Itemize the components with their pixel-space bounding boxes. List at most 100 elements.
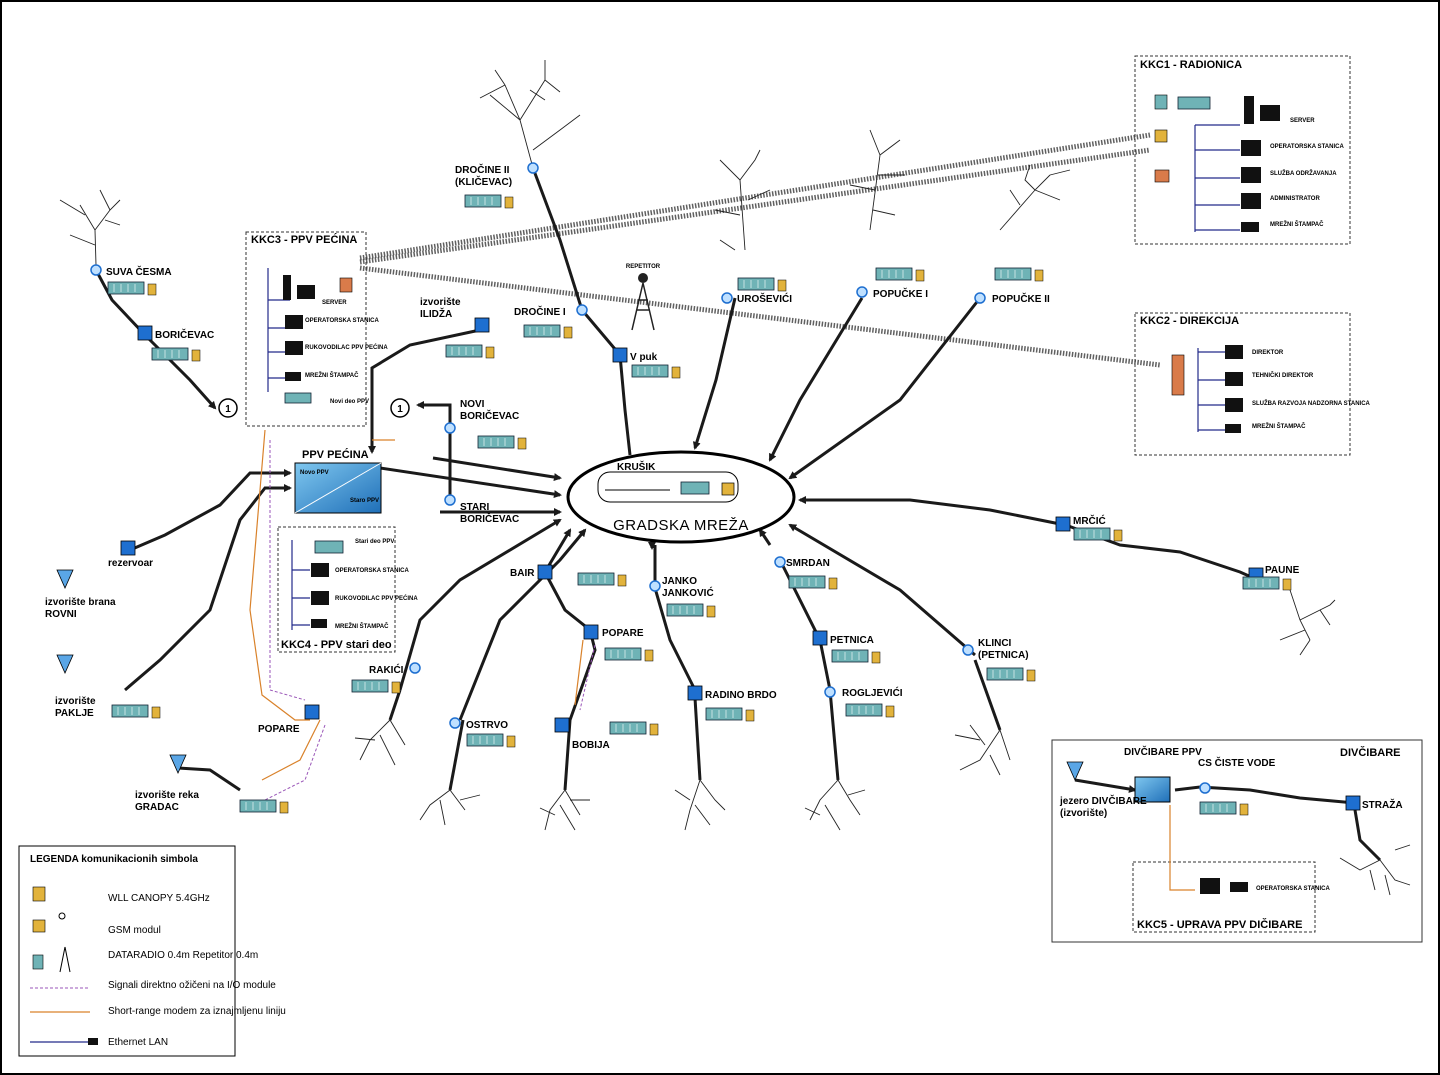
- krusik-label: KRUŠIK: [617, 460, 656, 473]
- node-label: jezero DIVČIBARE(izvorište): [1059, 794, 1147, 819]
- pump-marker: [1199, 782, 1211, 794]
- node-label: ROGLJEVIĆI: [842, 686, 903, 699]
- reservoir-marker: [1345, 795, 1361, 811]
- pump-marker: [409, 662, 421, 674]
- source-marker: [56, 654, 74, 674]
- city-network-hub: KRUŠIK GRADSKA MREŽA: [566, 450, 796, 544]
- legend: LEGENDA komunikacionih simbola WLL CANOP…: [18, 845, 286, 1057]
- plc-unit: [831, 649, 869, 663]
- node-label: BAIR: [510, 568, 535, 579]
- ppv-pecina: PPV PEĆINA Novo PPV Staro PPV: [294, 448, 382, 514]
- ppv-title: PPV PEĆINA: [302, 448, 369, 461]
- node-radino: RADINO BRDO: [687, 685, 777, 722]
- nodes-layer: SUVA ČESMA BORIČEVAC DROČINE II(KLIČEVAC) D…: [45, 162, 1403, 819]
- node-popucke2: POPUČKE II: [974, 267, 1050, 305]
- svg-text:SLUŽBA RAZVOJA NADZORNA STANIC: SLUŽBA RAZVOJA NADZORNA STANICA: [1252, 399, 1371, 407]
- connector-markers: 1 1: [218, 398, 410, 418]
- radio-module: [915, 269, 925, 282]
- node-label: POPARE: [258, 724, 300, 735]
- plc-unit: [1199, 801, 1237, 815]
- node-label: DROČINE II(KLIČEVAC): [455, 163, 512, 188]
- node-label: OSTRVO: [466, 720, 508, 731]
- kkc4-box: Stari deo PPV OPERATORSKA STANICA RUKOVO…: [277, 526, 418, 653]
- node-label: POPUČKE II: [992, 292, 1050, 305]
- node-urosevici: UROŠEVIĆI: [721, 277, 792, 305]
- node-bobija: BOBIJA: [554, 717, 659, 751]
- node-popare-pk: POPARE: [258, 704, 320, 735]
- svg-text:Short-range modem za iznajmlje: Short-range modem za iznajmljenu liniju: [108, 1006, 286, 1017]
- node-label: DIVČIBARE PPV: [1124, 745, 1202, 758]
- node-label: SMRDAN: [786, 558, 830, 569]
- plc-unit: [151, 347, 189, 361]
- radio-module: [504, 196, 514, 209]
- pump-marker: [527, 162, 539, 174]
- svg-text:1: 1: [225, 404, 231, 415]
- plc-unit: [111, 704, 149, 718]
- svg-text:KKC1 - RADIONICA: KKC1 - RADIONICA: [1140, 59, 1242, 71]
- plc-unit: [604, 647, 642, 661]
- node-label: KLINCI(PETNICA): [978, 638, 1029, 661]
- node-label: RADINO BRDO: [705, 690, 777, 701]
- pump-marker: [449, 717, 461, 729]
- node-smrdan: SMRDAN: [774, 556, 838, 590]
- node-label: V puk: [630, 352, 658, 363]
- plc-unit: [737, 277, 775, 291]
- radio-module: [1239, 803, 1249, 816]
- node-boricevac: BORIČEVAC: [137, 325, 214, 362]
- pump-marker: [649, 580, 661, 592]
- local-wiring: [249, 429, 596, 801]
- node-mrcic: MRČIĆ: [1055, 514, 1123, 542]
- pump-marker: [824, 686, 836, 698]
- plc-unit: [875, 267, 913, 281]
- divcibare-box: DIVČIBARE KKC5 - UPRAVA PPV DIČIBARE OPE…: [1051, 739, 1423, 943]
- pump-marker: [962, 644, 974, 656]
- reservoir-marker: [120, 540, 136, 556]
- radio-module: [1282, 578, 1292, 591]
- node-label: SUVA ČESMA: [106, 265, 172, 278]
- radio-module: [671, 366, 681, 379]
- node-label: BORIČEVAC: [155, 328, 214, 341]
- repeater-icon: [59, 946, 71, 973]
- plc-unit: [464, 194, 502, 208]
- svg-text:DATARADIO 0.4m Repetitor 0.4m: DATARADIO 0.4m Repetitor 0.4m: [108, 950, 258, 961]
- plc-unit: [1073, 527, 1111, 541]
- plc-unit: [788, 575, 826, 589]
- plc-unit: [994, 267, 1032, 281]
- node-ostrvo: OSTRVO: [449, 717, 516, 748]
- reservoir-marker: [554, 717, 570, 733]
- node-label: BOBIJA: [572, 740, 610, 751]
- node-rakici: RAKIĆI: [351, 662, 421, 694]
- svg-text:Novo PPV: Novo PPV: [300, 470, 329, 476]
- svg-text:REPETITOR: REPETITOR: [626, 264, 661, 270]
- plc-unit: [845, 703, 883, 717]
- node-roglj: ROGLJEVIĆI: [824, 686, 903, 718]
- pump-marker: [856, 286, 868, 298]
- reservoir-marker: [474, 317, 490, 333]
- kkc3-box: KKC3 - PPV PEĆINA SERVER OPERATORSKA STA…: [245, 231, 388, 427]
- plc-unit: [107, 281, 145, 295]
- plc-unit: [609, 721, 647, 735]
- reservoir-marker: [583, 624, 599, 640]
- plc-unit: [477, 435, 515, 449]
- node-label: PETNICA: [830, 635, 874, 646]
- plc-unit: [445, 344, 483, 358]
- node-jezero: jezero DIVČIBARE(izvorište): [1059, 761, 1147, 819]
- kkc2-box: KKC2 - DIREKCIJA DIREKTOR TEHNIČKI DIREK…: [1134, 312, 1371, 456]
- pump-marker: [721, 292, 733, 304]
- node-straza: STRAŽA: [1345, 795, 1403, 811]
- reservoir-marker: [687, 685, 703, 701]
- svg-text:SERVER: SERVER: [322, 300, 347, 306]
- svg-text:DIREKTOR: DIREKTOR: [1252, 350, 1284, 356]
- svg-text:SLUŽBA ODRŽAVANJA: SLUŽBA ODRŽAVANJA: [1270, 169, 1337, 177]
- plc-unit: [631, 364, 669, 378]
- svg-text:MREŽNI ŠTAMPAČ: MREŽNI ŠTAMPAČ: [1252, 422, 1306, 430]
- radio-module: [706, 605, 716, 618]
- node-suva-cesma: SUVA ČESMA: [90, 264, 172, 296]
- radio-module: [871, 651, 881, 664]
